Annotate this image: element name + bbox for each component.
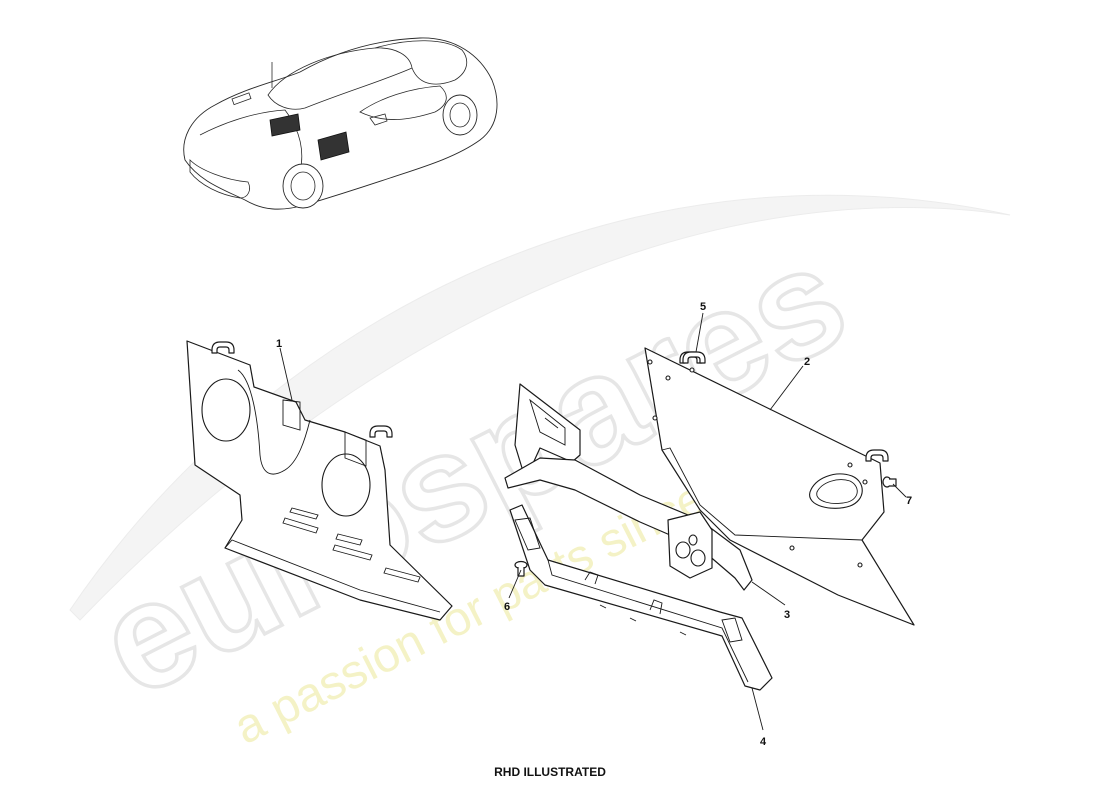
rhd-illustrated-label: RHD ILLUSTRATED	[494, 765, 606, 779]
part-2-oval-cutout-inner	[816, 479, 858, 504]
leader-4	[751, 687, 764, 731]
part-3-plate-hole-2	[690, 549, 706, 567]
part-1-slot-5	[383, 567, 421, 583]
part-2-oval-cutout	[809, 473, 863, 509]
part-2-outline	[644, 347, 915, 626]
callout-labels: 1 2 3 4 5 6 7	[276, 301, 912, 748]
part-2-hole-3	[689, 367, 695, 373]
part-5-clip[interactable]	[682, 351, 706, 364]
car-windscreen	[267, 47, 413, 110]
car-front-wheel-hub	[290, 171, 316, 201]
part-1-slot-2	[282, 517, 319, 534]
part-3-plate	[667, 511, 713, 579]
part-2-hole-2	[665, 375, 671, 381]
part-1-hole-right	[321, 453, 371, 517]
callout-3[interactable]: 3	[784, 609, 790, 621]
car-side-window	[359, 85, 447, 120]
part-1-heat-shield-left[interactable]	[186, 340, 453, 621]
part-7-shank	[889, 478, 897, 487]
part-1-slot-1	[289, 507, 319, 520]
part-3-plate-hole-3	[688, 534, 698, 546]
car-roof	[374, 40, 468, 85]
leader-1	[279, 347, 293, 401]
callout-6[interactable]: 6	[504, 601, 510, 613]
part-2-hole-4	[652, 415, 658, 421]
car-rear-wheel	[442, 94, 478, 136]
car-grille	[189, 159, 250, 199]
car-body-outline	[183, 37, 498, 210]
part-2-hole-5	[847, 462, 853, 468]
part-2-clip-right	[865, 449, 889, 462]
part-4-tab-3	[599, 604, 687, 636]
part-4-lower-trim-rail[interactable]	[509, 504, 773, 691]
part-1-notch	[237, 369, 311, 475]
part-1-clip-top-left	[211, 341, 235, 354]
leader-3	[751, 581, 786, 606]
part-1-tab	[282, 399, 301, 431]
leader-lines	[279, 312, 907, 731]
part-2-inner-edge	[661, 447, 863, 541]
leader-2	[769, 365, 804, 411]
part-4-notch-left	[514, 517, 541, 551]
part-4-tab-2	[649, 599, 663, 615]
leader-6	[508, 569, 522, 599]
part-3-bracket-rail[interactable]	[504, 383, 753, 591]
car-front-wheel	[282, 163, 324, 209]
callout-4[interactable]: 4	[760, 736, 767, 748]
callout-5[interactable]: 5	[700, 301, 706, 313]
leader-7	[892, 483, 907, 498]
part-1-hole-left	[201, 378, 251, 442]
car-highlight-panel-left	[269, 113, 301, 137]
part-7-fastener[interactable]	[882, 476, 897, 488]
part-1-slot-4	[332, 544, 373, 561]
car-bonnet-line	[199, 109, 303, 173]
part-1-clip-top-right	[369, 425, 393, 438]
part-1-edge	[224, 539, 441, 613]
part-3-upright-detail	[529, 398, 566, 446]
part-2-hole-7	[789, 545, 795, 551]
part-4-outline	[509, 504, 773, 691]
part-1-outline	[186, 340, 453, 621]
car-highlight-panel-right	[317, 131, 350, 161]
part-2-hole-1	[647, 359, 653, 365]
part-5-clip-shape	[682, 351, 706, 364]
car-rear-wheel-hub	[449, 102, 471, 128]
part-1-tab-2	[344, 431, 367, 467]
callout-2[interactable]: 2	[804, 356, 810, 368]
leader-5	[695, 312, 704, 353]
car-mirror	[369, 113, 388, 126]
part-4-notch-right	[721, 617, 743, 643]
callout-1[interactable]: 1	[276, 338, 282, 350]
car-locator-illustration	[183, 37, 498, 210]
part-4-top-edge	[547, 559, 749, 683]
part-3-plate-hole-1	[675, 541, 691, 559]
part-1-slot-3	[335, 533, 363, 546]
part-2-hole-8	[857, 562, 863, 568]
part-2-footwell-panel-right[interactable]	[644, 347, 915, 626]
part-4-tab-1	[584, 571, 599, 585]
part-2-hole-6	[862, 479, 868, 485]
car-vent	[231, 92, 252, 106]
callout-7[interactable]: 7	[906, 495, 912, 507]
